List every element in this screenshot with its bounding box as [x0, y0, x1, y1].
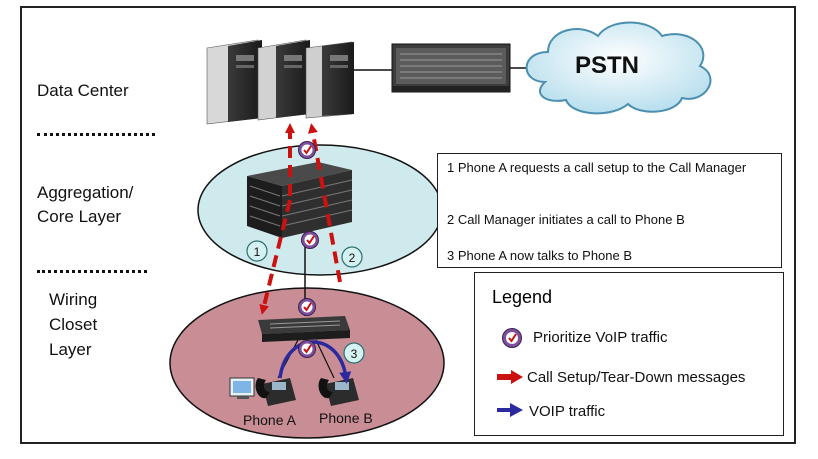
phone-a-label: Phone A: [243, 412, 296, 428]
step-badge-1: 1: [246, 240, 268, 262]
aggregation-label-line1: Aggregation/: [37, 183, 134, 202]
phone-b-label: Phone B: [319, 410, 373, 426]
legend-voip-priority: Prioritize VoIP traffic: [533, 329, 668, 346]
cloud-icon: [525, 21, 712, 115]
check-badge-icon: [298, 141, 316, 159]
legend-call-setup: Call Setup/Tear-Down messages: [527, 369, 746, 386]
gateway-icon: [391, 43, 511, 93]
step-badge-3: 3: [343, 342, 365, 364]
step-badge-2: 2: [341, 246, 363, 268]
ip-phone-icon: [255, 378, 296, 406]
legend-box: Legend Prioritize VoIP traffic Call Setu…: [474, 272, 784, 436]
check-badge-icon: [502, 328, 522, 348]
legend-title: Legend: [492, 287, 553, 307]
step-badge-3-text: 3: [351, 347, 358, 361]
wiring-label-line1: Wiring: [49, 290, 98, 309]
check-badge-icon: [298, 340, 316, 358]
voip-traffic-arrow: [278, 340, 352, 384]
server-icon: [206, 39, 354, 125]
steps-box: 1 Phone A requests a call setup to the C…: [437, 153, 782, 268]
pstn-label: PSTN: [575, 52, 640, 79]
wiring-label-line2: Closet: [49, 315, 98, 334]
computer-icon: [229, 377, 255, 399]
ip-phone-icon: [318, 378, 359, 406]
aggregation-label-line2: Core Layer: [37, 207, 122, 226]
step-1-text: 1 Phone A requests a call setup to the C…: [447, 160, 747, 175]
wiring-label-line3: Layer: [49, 340, 92, 359]
step-3-text: 3 Phone A now talks to Phone B: [447, 248, 633, 263]
switch-phone-b-link: [315, 339, 335, 379]
call-setup-arrow-2: [307, 123, 342, 283]
access-layer-ellipse: [169, 287, 445, 439]
access-switch-icon: [258, 316, 350, 342]
step-badge-1-text: 1: [254, 245, 261, 259]
check-badge-icon: [301, 231, 319, 249]
step-2-text: 2 Call Manager initiates a call to Phone…: [447, 212, 685, 227]
check-badge-icon: [298, 298, 316, 316]
layer-divider: [37, 133, 155, 136]
red-arrow-icon: [497, 370, 523, 384]
blue-arrow-icon: [497, 403, 523, 417]
data-center-label: Data Center: [37, 81, 129, 100]
step-badge-2-text: 2: [349, 251, 356, 265]
legend-voip-traffic: VOIP traffic: [529, 403, 606, 420]
layer-divider: [37, 270, 147, 273]
switch-icon: [247, 162, 353, 238]
